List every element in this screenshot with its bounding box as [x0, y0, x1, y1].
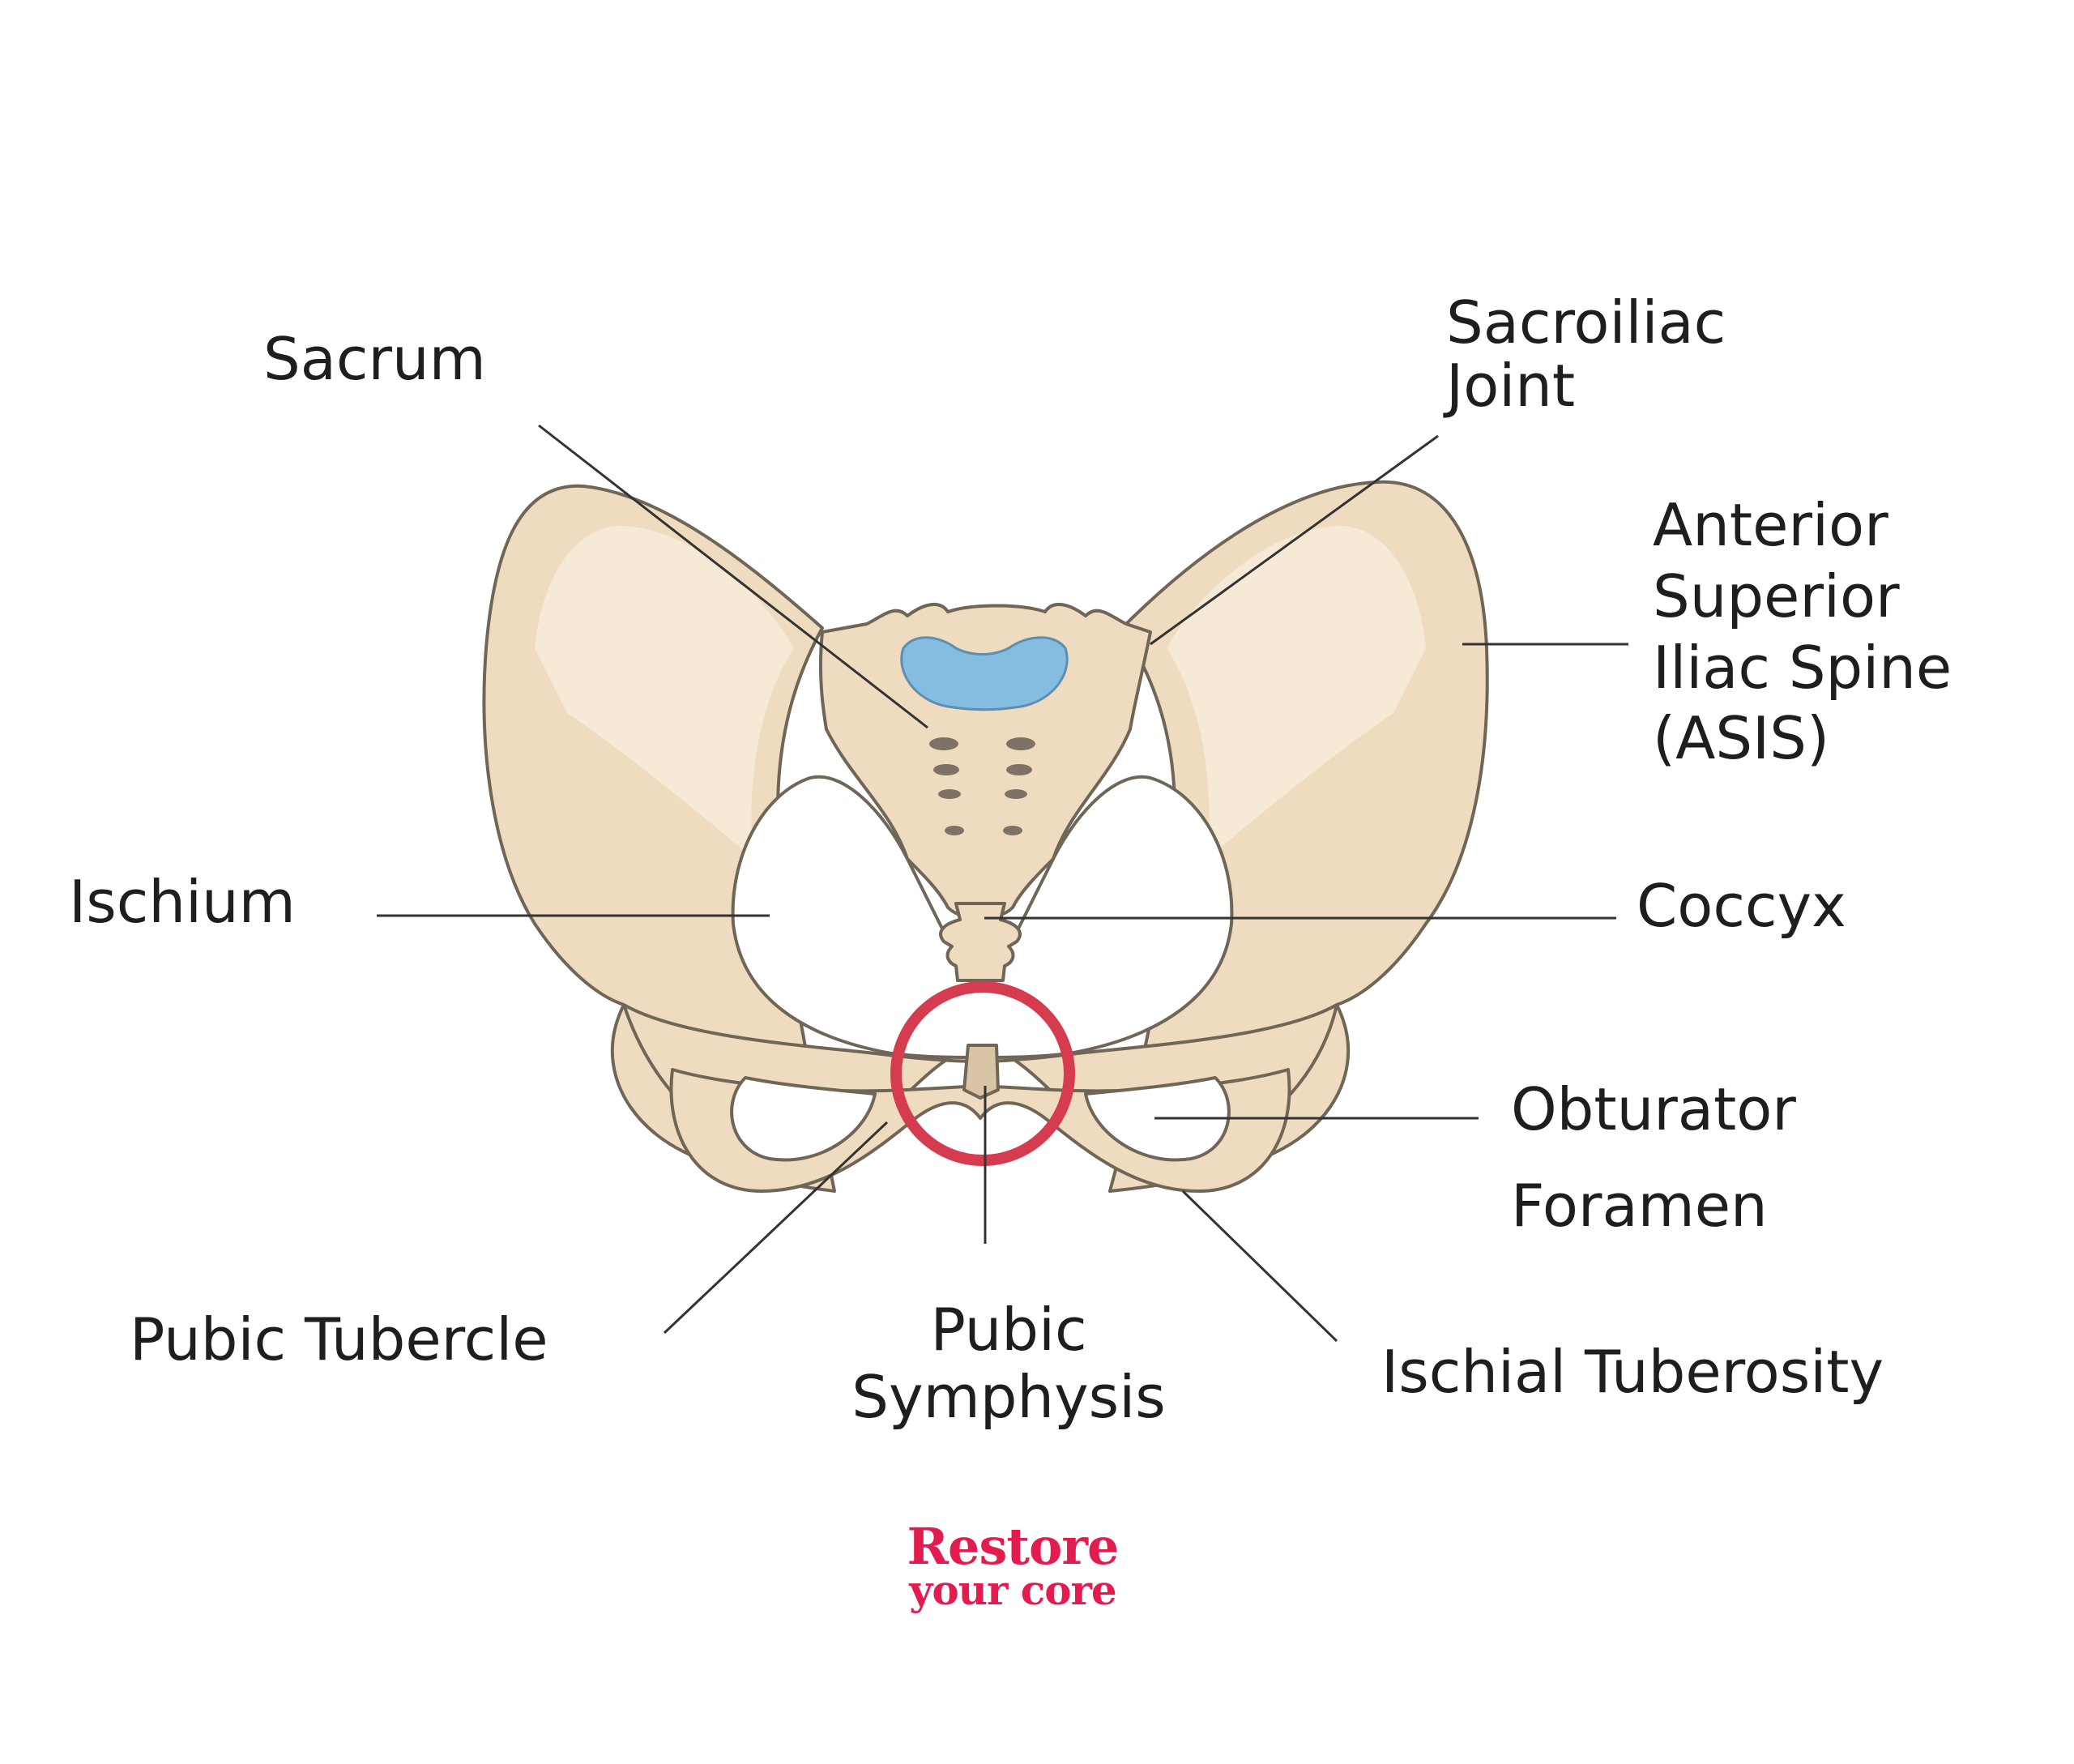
label-ischium: Ischium	[69, 867, 296, 937]
label-ischial-tuberosity: Ischial Tuberosity	[1381, 1337, 1884, 1407]
leader-line-ischial-tuberosity	[1181, 1190, 1338, 1343]
intervertebral-disc	[900, 636, 1069, 711]
pubic-symphysis-highlight-circle	[890, 981, 1075, 1166]
logo-line-1: Restore	[907, 1517, 1120, 1576]
label-pubic-symphysis-line-1: Pubic	[930, 1296, 1087, 1364]
leader-lines	[377, 424, 1628, 1343]
label-asis: Anterior Superior Iliac Spine (ASIS)	[1653, 490, 1952, 775]
leader-line-sacroiliac-joint	[1150, 434, 1439, 646]
label-ischial-tuberosity-line-1: Ischial Tuberosity	[1381, 1338, 1884, 1406]
pubic-symphysis-cartilage	[962, 1044, 1000, 1100]
label-pubic-symphysis: Pubic Symphysis	[818, 1296, 1199, 1431]
pelvis-bone	[482, 480, 1489, 1193]
leader-line-sacrum	[538, 424, 928, 729]
restore-your-core-logo: Restore your core	[875, 1517, 1150, 1614]
label-asis-line-3: Iliac Spine	[1653, 633, 1952, 702]
label-pubic-symphysis-line-2: Symphysis	[851, 1362, 1166, 1431]
label-asis-line-1: Anterior	[1653, 491, 1888, 559]
label-obturator-foramen-line-2: Foramen	[1511, 1171, 1768, 1240]
label-obturator-foramen: Obturator Foramen	[1511, 1061, 1796, 1254]
label-asis-line-2: Superior	[1653, 562, 1900, 630]
label-sacrum: Sacrum	[263, 324, 486, 394]
label-asis-line-4: (ASIS)	[1653, 704, 1830, 773]
label-ischium-line-1: Ischium	[69, 868, 296, 936]
leader-line-pubic-tubercle	[663, 1121, 889, 1335]
label-sacroiliac-joint-line-1: Sacroiliac	[1446, 288, 1726, 357]
label-sacroiliac-joint: Sacroiliac Joint	[1446, 288, 1726, 421]
label-pubic-tubercle: Pubic Tubercle	[130, 1305, 548, 1374]
sacrum	[818, 603, 1152, 921]
label-obturator-foramen-line-1: Obturator	[1511, 1075, 1796, 1143]
label-sacroiliac-joint-line-2: Joint	[1446, 352, 1576, 421]
label-coccyx-line-1: Coccyx	[1637, 872, 1846, 940]
label-sacrum-line-1: Sacrum	[263, 325, 486, 393]
left-obturator-foramen	[730, 1076, 877, 1162]
sacral-foramina	[929, 737, 1035, 835]
coccyx	[939, 902, 1022, 982]
label-pubic-tubercle-line-1: Pubic Tubercle	[130, 1305, 548, 1373]
logo-line-2: your core	[909, 1565, 1116, 1614]
label-coccyx: Coccyx	[1637, 871, 1846, 941]
